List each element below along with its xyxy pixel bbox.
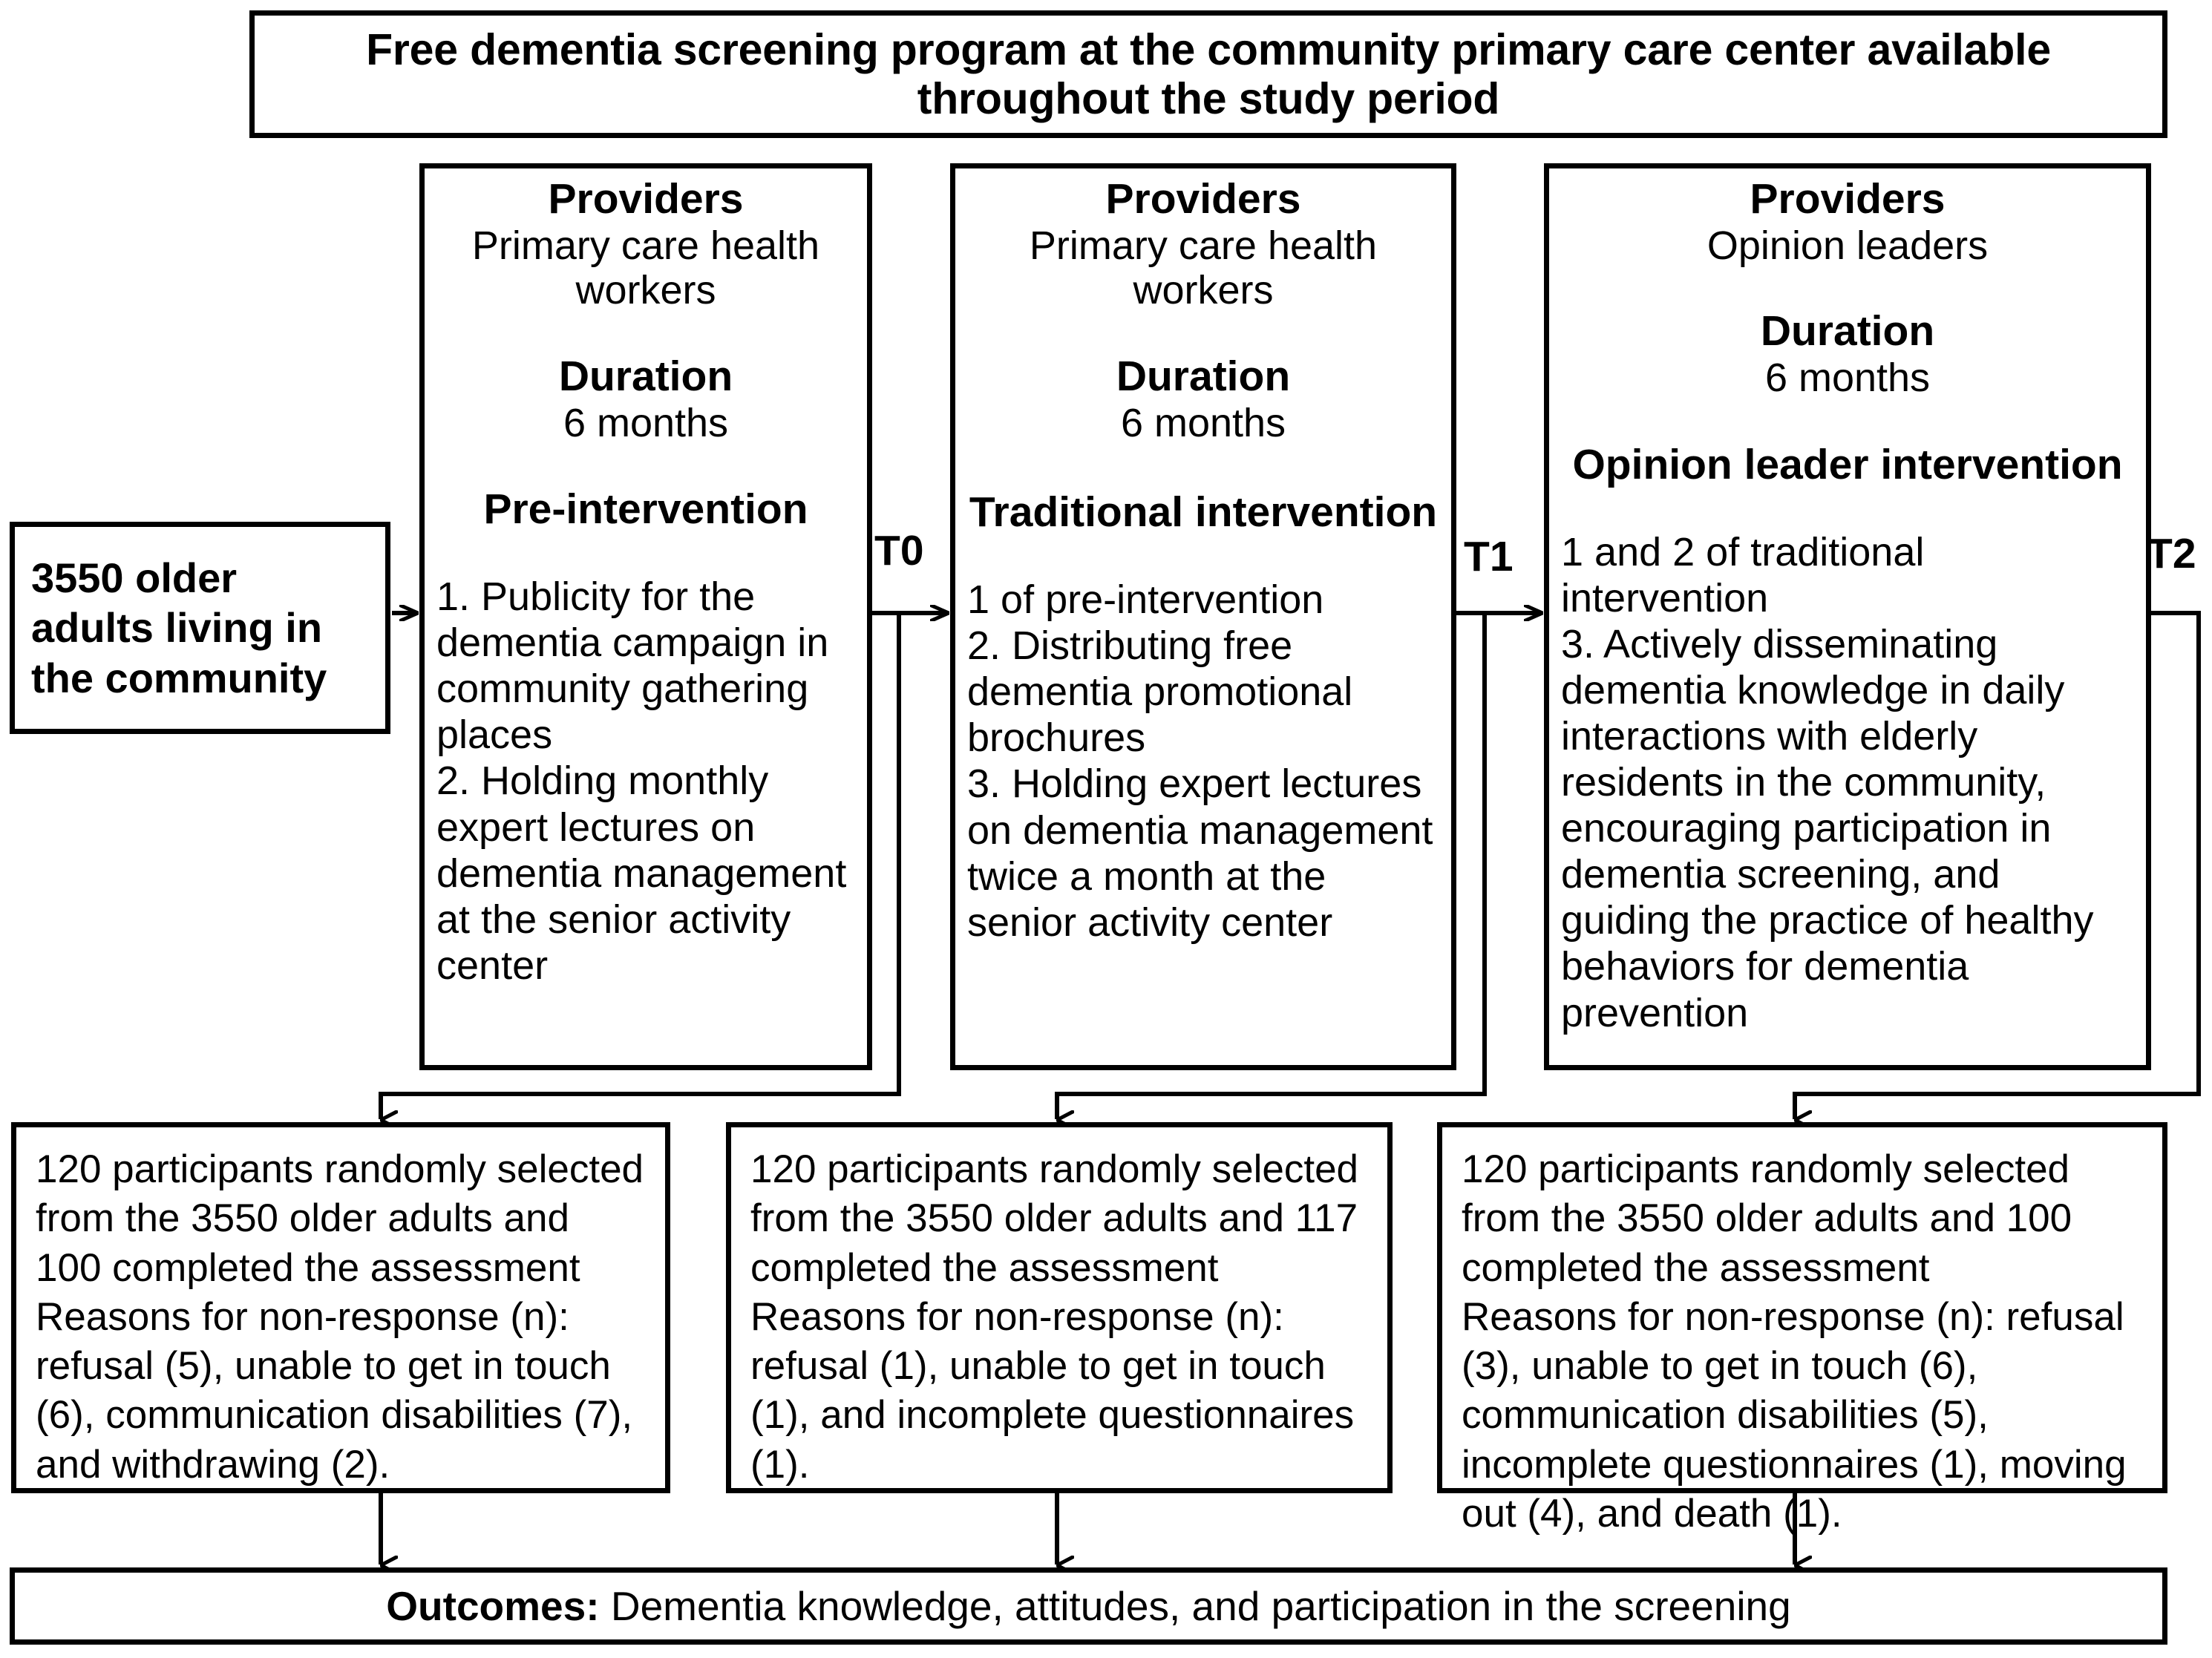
header-text: Free dementia screening program at the c…	[366, 24, 2051, 123]
col1-duration-label: Duration	[558, 352, 733, 400]
spacer	[436, 313, 855, 353]
timepoint-label-t2: T2	[2147, 530, 2196, 577]
col1-providers-label: Providers	[548, 175, 744, 223]
entry-population-box: 3550 older adults living in the communit…	[10, 522, 390, 734]
assessment-2-text: 120 participants randomly selected from …	[750, 1147, 1359, 1487]
outcomes-label: Outcomes:	[386, 1582, 600, 1629]
assessment-1-text: 120 participants randomly selected from …	[36, 1147, 644, 1487]
col3-body: 1 and 2 of traditional intervention 3. A…	[1561, 529, 2094, 1035]
outcomes-line: Outcomes: Dementia knowledge, attitudes,…	[386, 1584, 1790, 1629]
col1-duration-value: 6 months	[563, 400, 729, 445]
spacer	[1561, 489, 2134, 529]
col2-title: Traditional intervention	[969, 488, 1438, 537]
col2-providers-value: Primary care health workers	[1029, 223, 1378, 313]
intervention-box-traditional: Providers Primary care health workers Du…	[950, 163, 1456, 1070]
col3-providers-label: Providers	[1750, 175, 1946, 223]
entry-population-text: 3550 older adults living in the communit…	[31, 554, 327, 701]
intervention-box-pre: Providers Primary care health workers Du…	[419, 163, 872, 1070]
col3-duration-label: Duration	[1760, 307, 1935, 355]
col3-providers-value: Opinion leaders	[1707, 223, 1989, 268]
assessment-box-2: 120 participants randomly selected from …	[726, 1122, 1393, 1493]
col1-title: Pre-intervention	[483, 485, 808, 534]
intervention-box-opinion-leader: Providers Opinion leaders Duration 6 mon…	[1544, 163, 2151, 1070]
header-box: Free dementia screening program at the c…	[249, 10, 2167, 138]
col2-duration-value: 6 months	[1120, 400, 1286, 445]
col2-providers-label: Providers	[1105, 175, 1301, 223]
assessment-box-1: 120 participants randomly selected from …	[11, 1122, 670, 1493]
col2-duration-label: Duration	[1116, 352, 1291, 400]
spacer	[967, 537, 1439, 577]
spacer	[436, 534, 855, 574]
outcomes-box: Outcomes: Dementia knowledge, attitudes,…	[10, 1567, 2167, 1645]
outcomes-value: Dementia knowledge, attitudes, and parti…	[599, 1582, 1791, 1629]
timepoint-label-t1: T1	[1464, 533, 1514, 580]
assessment-box-3: 120 participants randomly selected from …	[1437, 1122, 2167, 1536]
spacer	[436, 445, 855, 485]
col3-duration-value: 6 months	[1764, 355, 1931, 401]
col1-body: 1. Publicity for the dementia campaign i…	[436, 574, 847, 988]
col2-body: 1 of pre-intervention 2. Distributing fr…	[967, 577, 1433, 945]
spacer	[1561, 268, 2134, 308]
col3-title: Opinion leader intervention	[1572, 440, 2123, 488]
assessment-3-text: 120 participants randomly selected from …	[1462, 1147, 2127, 1536]
spacer	[967, 445, 1439, 488]
spacer	[1561, 401, 2134, 441]
timepoint-label-t0: T0	[874, 527, 924, 574]
col1-providers-value: Primary care health workers	[471, 223, 820, 313]
spacer	[967, 313, 1439, 353]
